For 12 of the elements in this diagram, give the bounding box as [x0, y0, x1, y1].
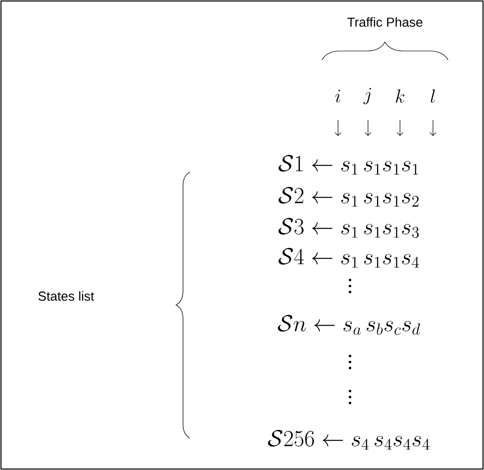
- state-formula: $\mathcal{S}n \leftarrow s_a\, s_b s_c s_d$: [278, 314, 420, 335]
- state-formula: $\mathcal{S}2 \leftarrow s_1\, s_1 s_1 s_2$: [278, 186, 419, 207]
- phase-letter: $i$: [335, 90, 340, 102]
- phase-letter: $j$: [363, 88, 372, 104]
- state-formula: $\mathcal{S}4 \leftarrow s_1\, s_1 s_1 s_4$: [278, 248, 419, 268]
- label: States list: [38, 291, 94, 301]
- phase-letter: $k$: [396, 89, 404, 103]
- label: Traffic Phase: [347, 17, 422, 27]
- state-formula: $\mathcal{S}3 \leftarrow s_1\, s_1 s_1 s_3$: [278, 218, 419, 238]
- phase-letter: $l$: [430, 89, 435, 103]
- state-formula: $\mathcal{S}256 \leftarrow s_4\, s_4 s_4 s_4$: [268, 430, 430, 450]
- state-formula: $\mathcal{S}1 \leftarrow s_1\, s_1 s_1 s_1$: [278, 154, 418, 175]
